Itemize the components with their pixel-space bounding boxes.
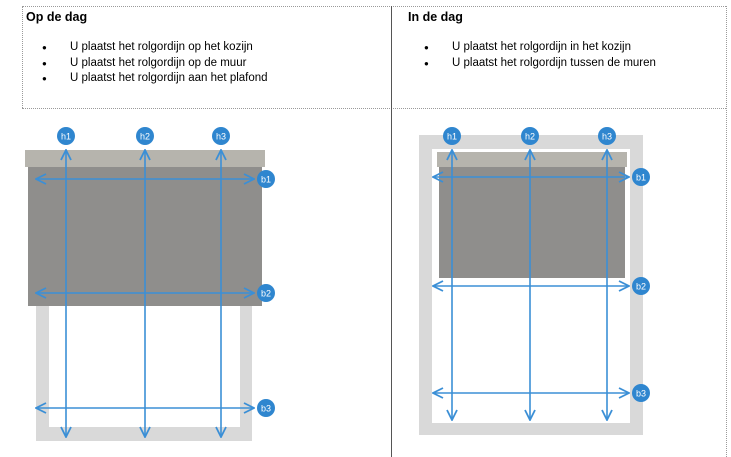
left-badge-h3: h3 (212, 127, 230, 145)
left-bullet-3: U plaatst het rolgordijn aan het plafond (40, 71, 386, 87)
table-right-border (726, 6, 727, 457)
left-window-frame (36, 305, 252, 441)
right-bullet-2: U plaatst het rolgordijn tussen de muren (422, 56, 718, 72)
left-badge-b3-label: b3 (261, 404, 271, 414)
table-top-border (22, 6, 726, 7)
left-badge-h1-label: h1 (61, 132, 71, 142)
right-header-cell: In de dag U plaatst het rolgordijn in he… (408, 10, 718, 71)
left-bullet-list: U plaatst het rolgordijn op het kozijn U… (40, 40, 386, 87)
right-badge-b2-label: b2 (636, 282, 646, 292)
left-badge-b2-label: b2 (261, 289, 271, 299)
left-header-cell: Op de dag U plaatst het rolgordijn op he… (26, 10, 386, 87)
right-badge-b2: b2 (632, 277, 650, 295)
right-blind-fabric (439, 167, 625, 278)
left-badge-h2-label: h2 (140, 132, 150, 142)
left-badge-b2: b2 (257, 284, 275, 302)
right-bullet-1: U plaatst het rolgordijn in het kozijn (422, 40, 718, 56)
left-badge-b3: b3 (257, 399, 275, 417)
right-badge-h3: h3 (598, 127, 616, 145)
left-badge-h1: h1 (57, 127, 75, 145)
right-badge-b1: b1 (632, 168, 650, 186)
table-column-divider (391, 6, 392, 457)
right-bullet-list: U plaatst het rolgordijn in het kozijn U… (422, 40, 718, 71)
right-badge-b1-label: b1 (636, 173, 646, 183)
right-badge-b3: b3 (632, 384, 650, 402)
right-badge-h1: h1 (443, 127, 461, 145)
left-badge-h2: h2 (136, 127, 154, 145)
right-badge-h2-label: h2 (525, 132, 535, 142)
table-left-border (22, 6, 23, 108)
right-badge-h1-label: h1 (447, 132, 457, 142)
right-badge-h2: h2 (521, 127, 539, 145)
right-headrail (437, 152, 627, 167)
table-row-divider (22, 108, 726, 109)
left-bullet-1: U plaatst het rolgordijn op het kozijn (40, 40, 386, 56)
left-badge-b1: b1 (257, 170, 275, 188)
right-badge-h3-label: h3 (602, 132, 612, 142)
left-title: Op de dag (26, 10, 88, 24)
right-badge-b3-label: b3 (636, 389, 646, 399)
left-badge-b1-label: b1 (261, 175, 271, 185)
left-bullet-2: U plaatst het rolgordijn op de muur (40, 56, 386, 72)
right-title: In de dag (408, 10, 463, 24)
left-badge-h3-label: h3 (216, 132, 226, 142)
